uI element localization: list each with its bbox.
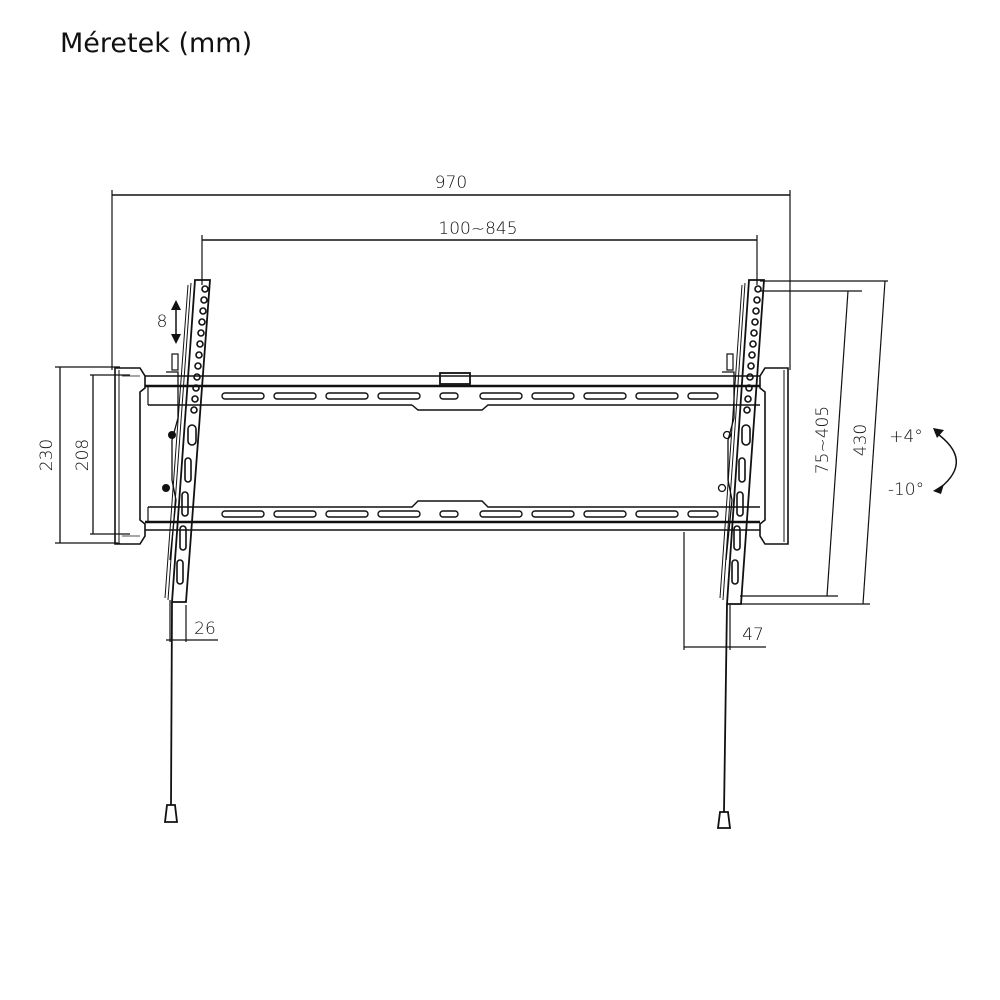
bottom-rail-slots	[221, 510, 719, 518]
dimension-label-47: 47	[742, 625, 764, 645]
top-rail	[145, 372, 760, 411]
tilt-indicator: +4° -10°	[888, 427, 957, 500]
dimension-depth-min: 26	[166, 600, 218, 642]
tilt-arc-icon	[934, 431, 957, 489]
dimension-label-75-405: 75~405	[813, 406, 833, 474]
tilt-up-label: +4°	[889, 427, 923, 447]
dimension-label-230: 230	[37, 439, 57, 471]
wall-plate-left-cap	[114, 367, 146, 545]
dimension-rail-height: 208	[73, 374, 130, 535]
dimension-label-970: 970	[435, 173, 467, 193]
safety-screw	[171, 353, 179, 371]
knob	[168, 431, 176, 439]
knob	[162, 484, 170, 492]
pull-cord	[723, 603, 728, 813]
arrow-up-icon	[933, 428, 944, 438]
arrow-up-icon	[171, 300, 181, 310]
page-title: Méretek (mm)	[60, 28, 253, 59]
pull-cord-handle	[163, 804, 179, 823]
dimension-label-208: 208	[73, 439, 93, 471]
dimension-vesa-width: 100~845	[201, 219, 758, 285]
dimension-label-8: 8	[157, 312, 168, 332]
dimension-overall-width: 970	[111, 173, 791, 370]
left-tv-arm	[162, 279, 211, 823]
tilt-down-label: -10°	[888, 480, 924, 500]
dimension-vesa-height: 75~405	[740, 290, 862, 597]
arrow-down-icon	[933, 484, 944, 494]
arm-holes	[731, 285, 762, 585]
dimension-arm-length: 430	[740, 280, 888, 605]
dimension-label-430: 430	[851, 424, 871, 456]
right-tv-arm	[716, 279, 765, 829]
arm-holes	[176, 285, 209, 585]
bottom-rail	[145, 500, 760, 531]
dimension-depth-max: 47	[683, 532, 766, 650]
pull-cord	[170, 601, 173, 806]
pull-cord-handle	[716, 811, 732, 829]
dimension-label-26: 26	[194, 619, 216, 639]
safety-screw	[726, 353, 734, 371]
wall-plate-right-cap	[759, 367, 789, 545]
dimension-label-100-845: 100~845	[438, 219, 517, 239]
arrow-down-icon	[171, 334, 181, 344]
dimension-overall-height: 230	[37, 366, 120, 544]
top-rail-slots	[221, 392, 719, 400]
center-level-clip	[439, 372, 471, 385]
dimension-vertical-step: 8	[157, 300, 181, 344]
